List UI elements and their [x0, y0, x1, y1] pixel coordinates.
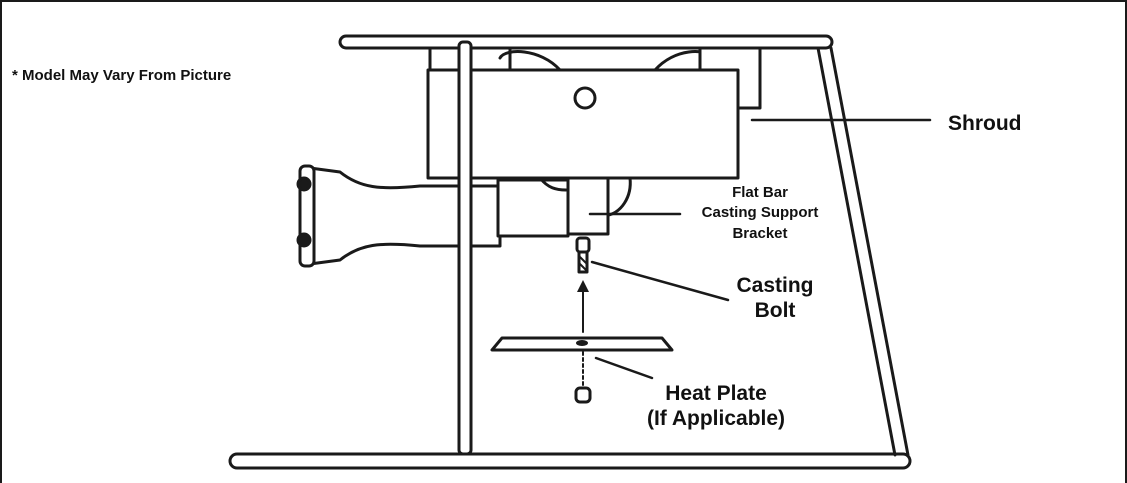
left-frame-leg	[457, 40, 473, 456]
heat-plate-nut	[574, 386, 592, 404]
flat-bar-label-line-2: Casting Support	[701, 204, 819, 222]
arrow-up	[577, 280, 589, 333]
casting-bolt-label-line-1: Casting	[736, 274, 814, 297]
bottom-frame-rail	[228, 452, 912, 470]
casting-bolt	[575, 236, 591, 274]
top-frame-rail	[338, 34, 834, 50]
heat-plate-label-line-2: (If Applicable)	[646, 407, 786, 431]
leader-casting-bolt	[590, 260, 730, 302]
flat-bar-label-line-3: Bracket	[732, 224, 788, 242]
casting-bolt-label-line-2: Bolt	[754, 299, 796, 323]
shroud-box	[426, 68, 740, 180]
shroud-label: Shroud	[948, 112, 1022, 135]
casting-bolt-label: Casting Bolt	[720, 273, 830, 323]
flat-bar-label-line-1: Flat Bar	[732, 184, 788, 201]
flat-bar-bracket	[566, 176, 632, 236]
heat-plate-label-line-1: Heat Plate	[665, 382, 767, 405]
flat-bar-label: Flat Bar Casting Support Bracket	[650, 183, 870, 244]
heat-plate-label: Heat Plate (If Applicable)	[626, 381, 806, 431]
burner-casting	[296, 164, 570, 268]
heat-plate	[490, 336, 674, 352]
right-frame-leg	[816, 46, 910, 457]
model-note: * Model May Vary From Picture	[12, 67, 232, 84]
leader-heat-plate	[594, 356, 654, 380]
shroud-hole	[573, 86, 597, 110]
